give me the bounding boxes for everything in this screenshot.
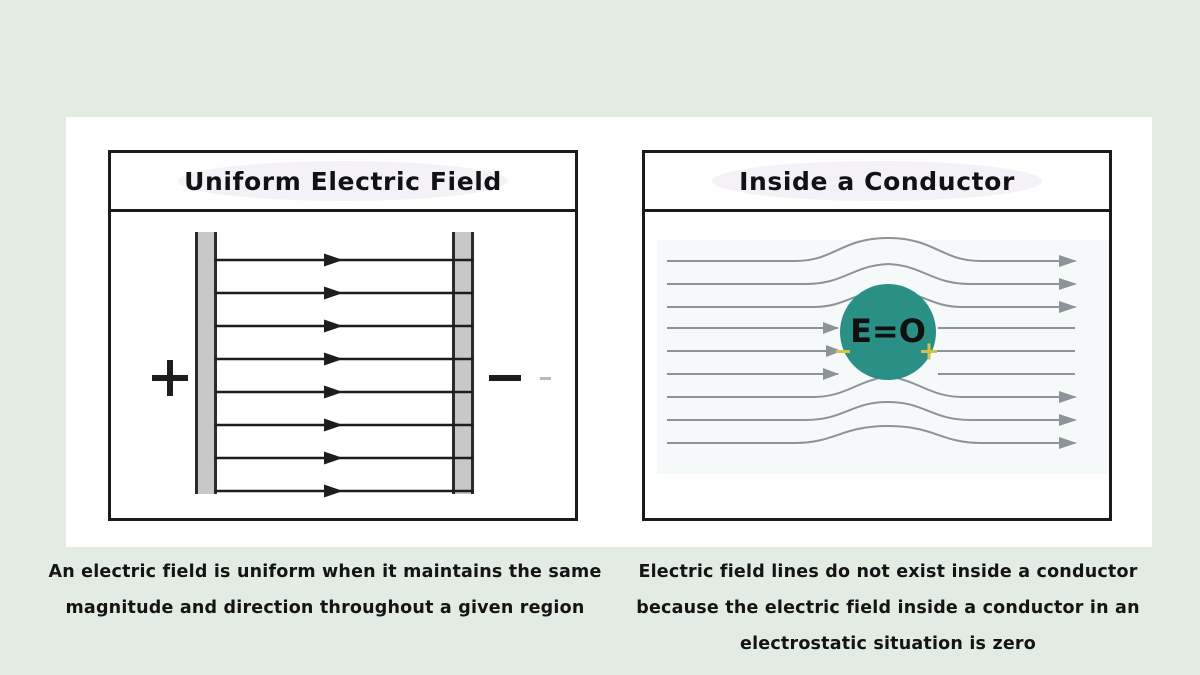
field-line-curved (667, 425, 889, 444)
panel-title-bar-left: Uniform Electric Field (111, 153, 575, 212)
field-arrowhead (324, 253, 343, 267)
conductor-sphere (840, 284, 936, 380)
field-line-curved (667, 401, 889, 421)
outgoing-arrowheads-group (1059, 255, 1077, 449)
field-line-curved (887, 401, 1075, 421)
title-highlight-right (712, 161, 1042, 201)
left-plate (195, 232, 217, 494)
field-line-curved (667, 237, 889, 262)
field-arrowhead (324, 352, 343, 366)
right-plate (452, 232, 474, 494)
field-arrowhead (324, 286, 343, 300)
field-arrowhead (1059, 278, 1077, 290)
positive-charge-marker (921, 343, 937, 360)
sphere-label: E=O (850, 312, 926, 350)
panel-title-inside-a-conductor: Inside a Conductor (739, 166, 1015, 196)
panel-inside-a-conductor: Inside a Conductor (642, 150, 1112, 521)
field-arrowhead (1059, 301, 1077, 313)
field-line-curved (667, 263, 889, 285)
field-arrowhead (1059, 437, 1077, 449)
induced-charge-markers (836, 343, 937, 360)
field-arrowheads-group (324, 253, 343, 498)
field-lines-group (215, 258, 473, 493)
field-arrowhead (826, 345, 842, 357)
uniform-electric-field-diagram (152, 232, 551, 498)
caption-line: electrostatic situation is zero (740, 634, 1036, 654)
caption-inside-a-conductor: Electric field lines do not exist inside… (612, 554, 1164, 662)
negative-charge-symbol (489, 375, 551, 381)
field-arrowhead (823, 368, 839, 380)
field-line-curved (887, 263, 1075, 285)
incoming-arrowheads-group (823, 322, 842, 380)
field-line-curved (887, 425, 1075, 444)
field-arrowhead (324, 451, 343, 465)
panel-uniform-electric-field: Uniform Electric Field (108, 150, 578, 521)
content-card: Uniform Electric Field (66, 117, 1152, 547)
caption-line: because the electric field inside a cond… (636, 598, 1140, 618)
field-line-curved (887, 237, 1075, 262)
panel-title-bar-right: Inside a Conductor (645, 153, 1109, 212)
field-arrowhead (823, 322, 839, 334)
field-arrowhead (324, 418, 343, 432)
field-arrowhead (324, 484, 343, 498)
panel-body-left (111, 212, 575, 518)
title-highlight-left (178, 161, 508, 201)
field-arrowhead (1059, 391, 1077, 403)
field-arrowhead (324, 319, 343, 333)
field-arrowhead (1059, 255, 1077, 267)
negative-charge-marker (836, 350, 850, 353)
inside-a-conductor-diagram: E=O (657, 237, 1109, 474)
caption-line: Electric field lines do not exist inside… (638, 562, 1138, 582)
panel-body-right: E=O (645, 212, 1109, 518)
field-arrowhead (324, 385, 343, 399)
caption-line: An electric field is uniform when it mai… (48, 562, 602, 582)
positive-charge-symbol (152, 360, 188, 396)
caption-line: magnitude and direction throughout a giv… (65, 598, 585, 618)
panel-title-uniform-electric-field: Uniform Electric Field (184, 166, 502, 196)
caption-uniform-electric-field: An electric field is uniform when it mai… (40, 554, 610, 626)
field-arrowhead (1059, 414, 1077, 426)
conductor-field-lines-group (667, 237, 1075, 444)
